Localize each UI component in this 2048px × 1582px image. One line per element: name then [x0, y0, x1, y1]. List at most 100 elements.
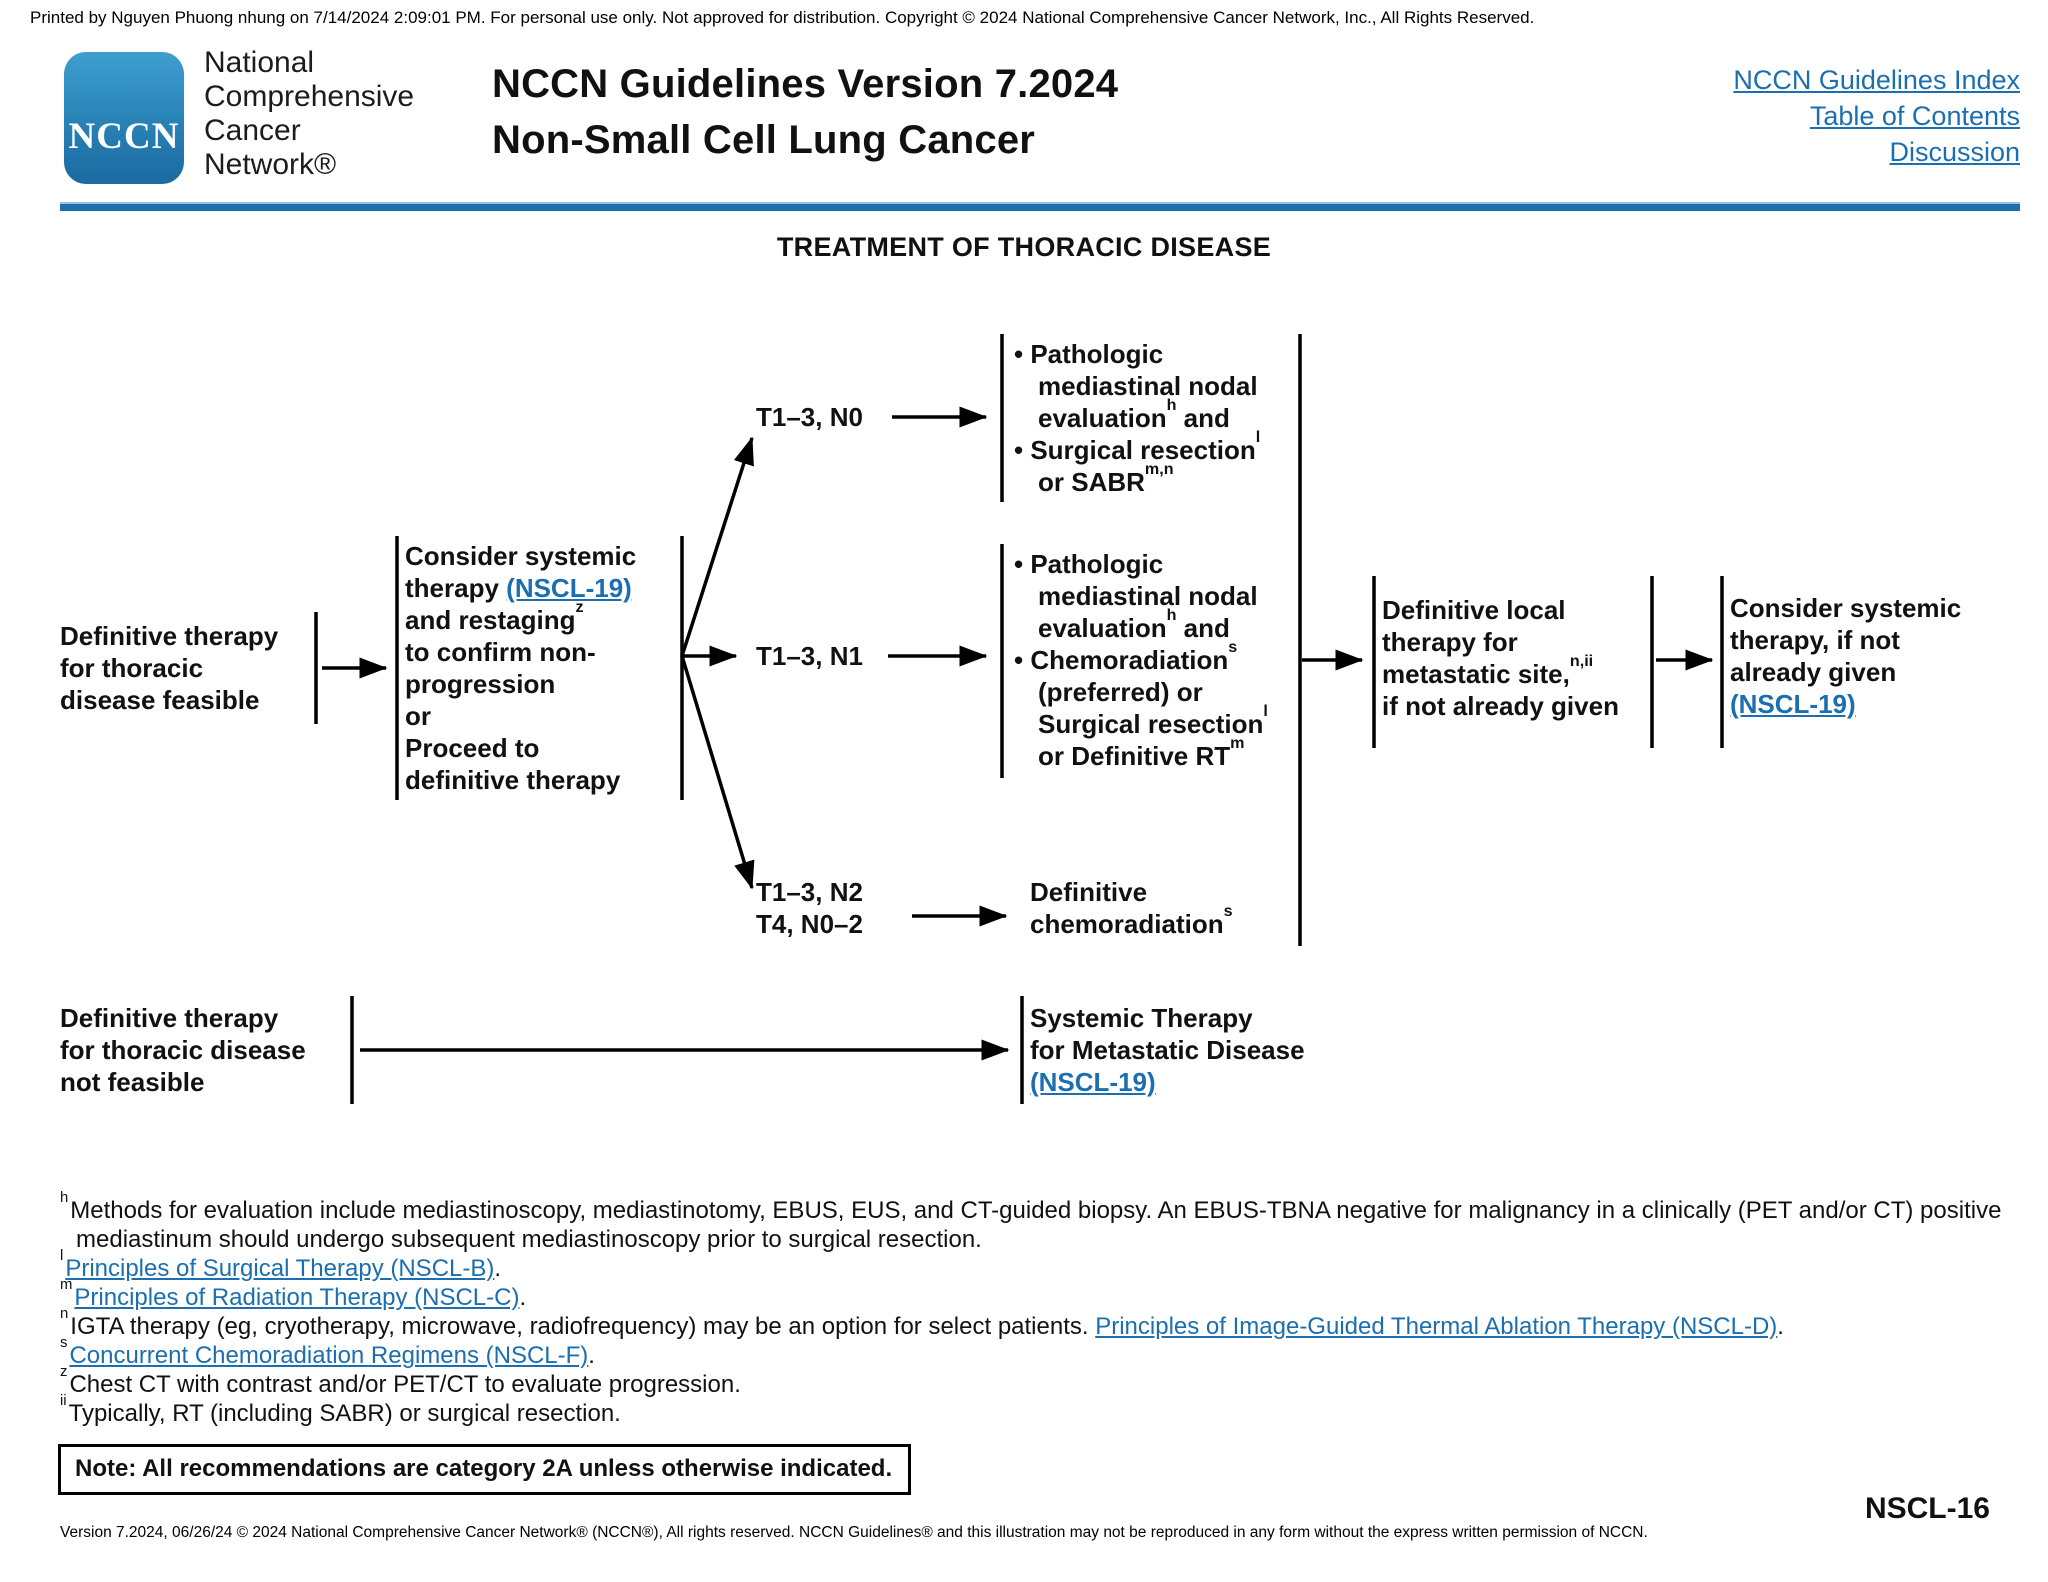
footnote-marker: m,n: [1144, 460, 1174, 479]
flow-text-line: or: [405, 701, 431, 731]
flow-text-line: Definitive local: [1382, 595, 1566, 625]
brand-line: Comprehensive: [204, 80, 415, 113]
flow-text-line: for thoracic: [60, 653, 204, 683]
brand-name: National Comprehensive Cancer Network®: [204, 46, 414, 182]
flow-text-line: Definitive therapy: [60, 621, 279, 651]
nscl-link[interactable]: Concurrent Chemoradiation Regimens (NSCL…: [69, 1342, 589, 1369]
flow-text-line: for thoracic disease: [60, 1035, 306, 1065]
flow-text-line: or SABRm,n: [1038, 460, 1174, 497]
flow-text-line: not feasible: [60, 1067, 205, 1097]
flow-text-line: evaluationh and: [1038, 396, 1230, 433]
footnote-marker: h: [1166, 396, 1177, 415]
flow-text-line: metastatic site,n,ii: [1382, 652, 1594, 689]
nscl-link[interactable]: (NSCL-19): [1730, 689, 1856, 719]
footnote-marker: l: [60, 1248, 64, 1265]
footnote-marker: h: [60, 1190, 69, 1207]
flow-text-line: Proceed to: [405, 733, 540, 763]
label-t13-n2: T1–3, N2: [756, 877, 863, 907]
nscl-link[interactable]: (NSCL-19): [506, 573, 632, 603]
nscl-link[interactable]: Principles of Image-Guided Thermal Ablat…: [1095, 1313, 1778, 1340]
flow-text-line: • Pathologic: [1014, 549, 1164, 579]
nccn-logo-text: NCCN: [68, 116, 180, 157]
flow-text-line: chemoradiations: [1030, 902, 1233, 939]
link-table-of-contents[interactable]: Table of Contents: [1809, 101, 2020, 131]
flow-text-line: if not already given: [1382, 691, 1619, 721]
footnote: zChest CT with contrast and/or PET/CT to…: [60, 1364, 741, 1398]
footnote: sConcurrent Chemoradiation Regimens (NSC…: [60, 1335, 595, 1369]
footnote: iiTypically, RT (including SABR) or surg…: [60, 1393, 621, 1427]
nscl-link[interactable]: Principles of Surgical Therapy (NSCL-B): [65, 1255, 495, 1282]
flow-text-line: evaluationh and: [1038, 606, 1230, 643]
footnote: nIGTA therapy (eg, cryotherapy, microwav…: [60, 1306, 1784, 1340]
footnote-marker: ii: [60, 1393, 67, 1410]
flow-text-line: or Definitive RTm: [1038, 734, 1245, 771]
print-notice: Printed by Nguyen Phuong nhung on 7/14/2…: [30, 8, 1535, 27]
label-t13-n1: T1–3, N1: [756, 641, 863, 671]
flow-text-line: • Surgical resectionl: [1014, 428, 1261, 465]
flow-text-line: therapy (NSCL-19): [405, 573, 632, 603]
brand-line: National: [204, 46, 315, 79]
footnote-marker: n: [60, 1306, 69, 1323]
flow-text-line: (NSCL-19): [1030, 1066, 1305, 1098]
flow-text-line: mediastinal nodal: [1038, 581, 1258, 611]
footnote-marker: z: [60, 1364, 68, 1381]
footnotes: hMethods for evaluation include mediasti…: [60, 1190, 2004, 1428]
footnote-marker: z: [575, 598, 584, 617]
footnote-marker: m: [60, 1277, 73, 1294]
link-discussion[interactable]: Discussion: [1889, 137, 2020, 167]
footnote-marker: m: [1230, 734, 1245, 753]
flow-text-line: already given: [1730, 657, 1897, 687]
flow-text-line: mediastinal nodal: [1038, 371, 1258, 401]
flow-text-line: Systemic Therapy: [1030, 1003, 1253, 1033]
footnote-marker: s: [1228, 638, 1238, 657]
nccn-logo: NCCN: [64, 52, 184, 184]
note-box: Note: All recommendations are category 2…: [58, 1444, 912, 1495]
flow-text-line: Definitive: [1030, 877, 1148, 907]
flow-text-line: and restagingz: [405, 598, 584, 635]
footnote-marker: l: [1255, 428, 1261, 447]
footnote: mPrinciples of Radiation Therapy (NSCL-C…: [60, 1277, 527, 1311]
header-links: NCCN Guidelines Index Table of Contents …: [1733, 62, 2020, 170]
header-divider: [60, 202, 2020, 211]
flow-text-line: • Chemoradiations: [1014, 638, 1238, 675]
footnote-marker: s: [60, 1335, 68, 1352]
flow-text-line: Consider systemic: [1730, 593, 1962, 623]
flow-text-line: Definitive therapy: [60, 1003, 279, 1033]
version-line: Version 7.2024, 06/26/24 © 2024 National…: [60, 1524, 1648, 1541]
footnote-marker: h: [1166, 606, 1177, 625]
flow-text-line: (NSCL-19): [1730, 688, 1961, 720]
flow-text-line: progression: [405, 669, 556, 699]
flow-text-line: to confirm non-: [405, 637, 596, 667]
flow-text-line: (preferred) or: [1038, 677, 1203, 707]
nscl-link[interactable]: Principles of Radiation Therapy (NSCL-C): [74, 1284, 520, 1311]
label-t13-n2-t4: T1–3, N2 T4, N0–2: [756, 876, 863, 940]
flow-text-line: Consider systemic: [405, 541, 637, 571]
brand-line: Network®: [204, 148, 337, 181]
link-guidelines-index[interactable]: NCCN Guidelines Index: [1733, 65, 2020, 95]
flow-text-line: Surgical resectionl: [1038, 702, 1268, 739]
label-t13-n0: T1–3, N0: [756, 402, 863, 432]
footnote-marker: l: [1263, 702, 1268, 721]
section-heading: TREATMENT OF THORACIC DISEASE: [776, 232, 1272, 262]
flow-text-line: definitive therapy: [405, 765, 621, 795]
footnote: hMethods for evaluation include mediasti…: [60, 1190, 2002, 1253]
flow-text-line: • Pathologic: [1014, 339, 1164, 369]
flow-text-line: disease feasible: [60, 685, 260, 715]
footnote-marker: s: [1223, 902, 1233, 921]
page-title-disease: Non-Small Cell Lung Cancer: [492, 118, 1036, 162]
footnote: lPrinciples of Surgical Therapy (NSCL-B)…: [60, 1248, 502, 1282]
nscl-link[interactable]: (NSCL-19): [1030, 1067, 1156, 1097]
flow-text-line: therapy, if not: [1730, 625, 1900, 655]
flow-text-line: therapy for: [1382, 627, 1518, 657]
brand-line: Cancer: [204, 114, 301, 147]
page-title-version: NCCN Guidelines Version 7.2024: [492, 62, 1119, 106]
